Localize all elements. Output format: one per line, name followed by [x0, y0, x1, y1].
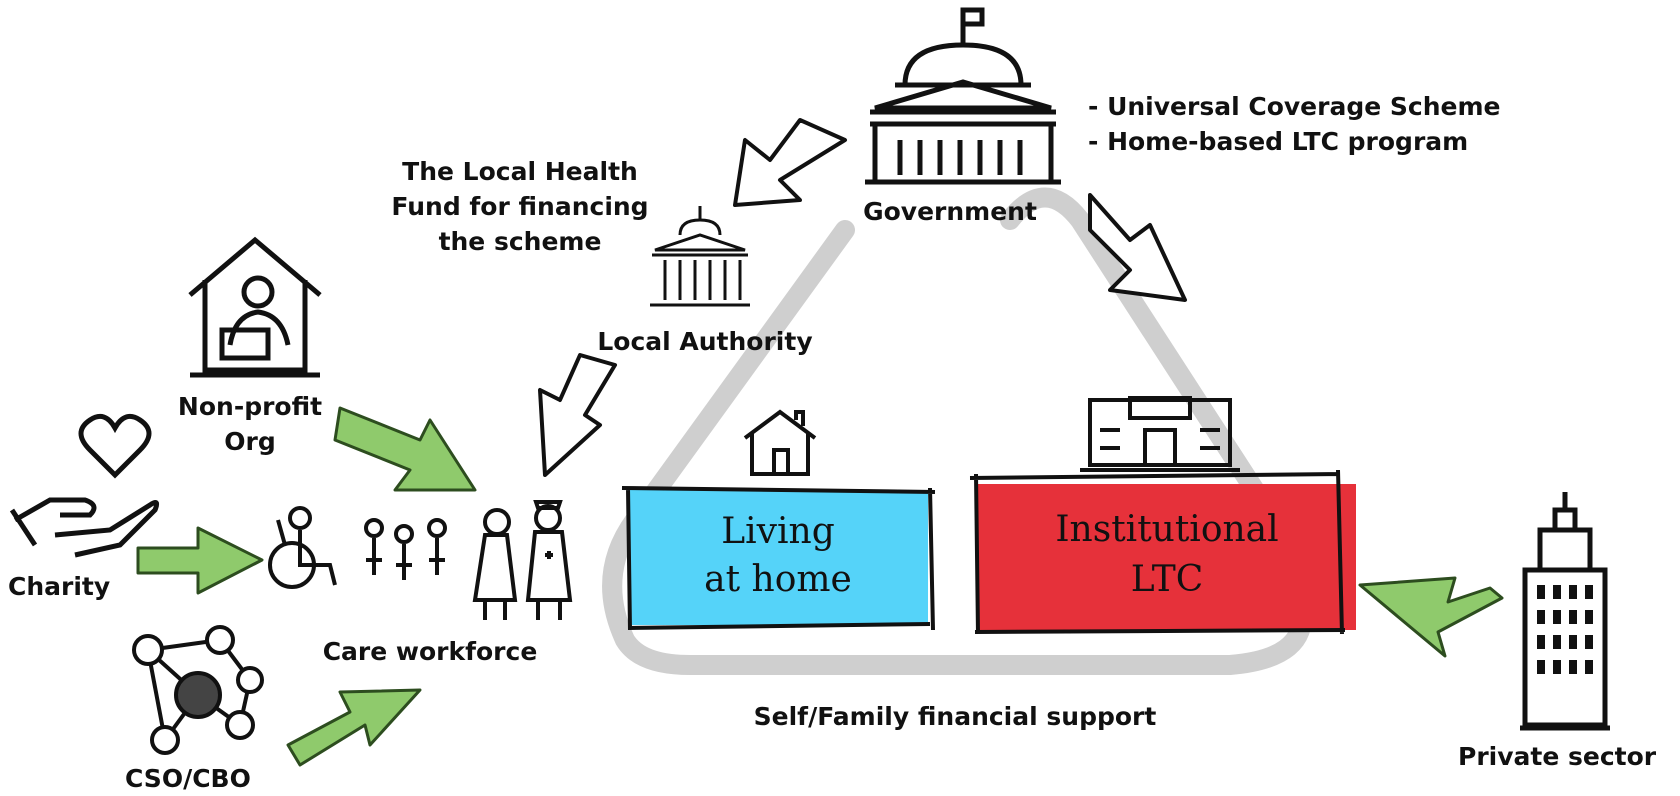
green-arrow-charity	[136, 526, 264, 595]
cso-network-icon	[132, 625, 264, 755]
non-profit-label-line1: Non-profit	[177, 392, 323, 421]
local-health-fund-line3: the scheme	[438, 227, 602, 256]
wheelchair-person-icon	[268, 506, 337, 589]
arrow-gov-to-institutional	[1088, 193, 1187, 302]
group-people-icon	[364, 518, 447, 580]
green-arrow-cso	[286, 688, 422, 767]
local-health-fund-line1: The Local Health	[402, 157, 638, 186]
green-arrows	[136, 406, 1504, 767]
private-sector-building-icon	[1520, 492, 1610, 731]
charity-label: Charity	[8, 572, 111, 601]
local-authority-label: Local Authority	[597, 327, 813, 356]
living-at-home-line1: Living	[721, 511, 835, 552]
private-sector-label: Private sector	[1458, 742, 1657, 771]
institutional-ltc-line1: Institutional	[1055, 509, 1279, 550]
non-profit-house-icon	[188, 236, 322, 378]
arrow-local-authority-to-care	[538, 353, 617, 477]
universal-coverage-label: - Universal Coverage Scheme	[1088, 92, 1501, 121]
local-health-fund-line2: Fund for financing	[391, 192, 649, 221]
nurse-elderly-icon	[472, 500, 573, 620]
government-building-icon	[865, 7, 1061, 185]
arrow-gov-to-local-fund	[733, 118, 847, 207]
institutional-ltc-box	[969, 469, 1356, 635]
living-at-home-line2: at home	[704, 559, 852, 600]
care-workforce-label: Care workforce	[322, 637, 538, 666]
living-at-home-box	[621, 486, 936, 631]
home-based-ltc-label: - Home-based LTC program	[1088, 127, 1469, 156]
triangle-loop	[602, 187, 1310, 675]
green-arrow-nonprofit	[333, 406, 477, 492]
charity-heart-hand-icon	[9, 413, 160, 558]
government-label: Government	[863, 197, 1037, 226]
local-authority-building-icon	[650, 206, 750, 307]
green-arrow-private	[1358, 576, 1504, 658]
non-profit-label-line2: Org	[224, 427, 276, 456]
cso-cbo-label: CSO/CBO	[125, 764, 251, 793]
hospital-building-icon	[1080, 396, 1240, 472]
small-house-icon	[743, 409, 817, 476]
family-support-label: Self/Family financial support	[753, 702, 1157, 731]
institutional-ltc-line2: LTC	[1130, 559, 1204, 600]
